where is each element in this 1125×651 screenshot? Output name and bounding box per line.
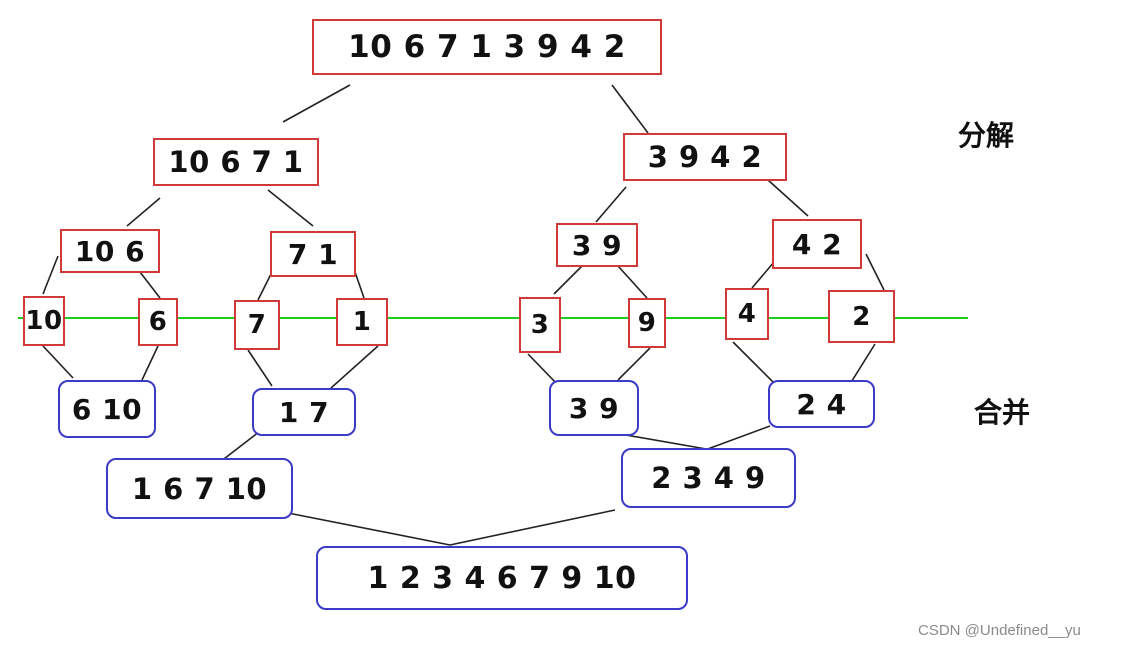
connector-line xyxy=(247,349,273,387)
split-leaf-box: 1 xyxy=(336,298,388,346)
split-leaf-box: 3 xyxy=(519,297,561,353)
split-leaf-box: 7 xyxy=(234,300,280,350)
connector-line xyxy=(330,345,379,389)
connector-line xyxy=(849,343,876,385)
connector-line xyxy=(141,345,159,381)
split-box: 7 1 xyxy=(270,231,356,277)
merge-box: 1 2 3 4 6 7 9 10 xyxy=(316,546,688,610)
watermark: CSDN @Undefined__yu xyxy=(918,622,1081,639)
split-box: 4 2 xyxy=(772,219,862,269)
connector-line xyxy=(865,253,885,291)
split-leaf-box: 2 xyxy=(828,290,895,343)
split-box: 3 9 4 2 xyxy=(623,133,787,181)
merge-box: 1 6 7 10 xyxy=(106,458,293,519)
connector-line xyxy=(267,189,314,227)
connector-line xyxy=(704,425,771,451)
connector-line xyxy=(619,433,713,451)
connector-line xyxy=(42,345,74,379)
split-box: 10 6 7 1 3 9 4 2 xyxy=(312,19,662,75)
merge-box: 3 9 xyxy=(549,380,639,436)
split-leaf-box: 9 xyxy=(628,298,666,348)
connector-line xyxy=(732,341,776,385)
connector-line xyxy=(257,271,273,301)
merge-box: 2 3 4 9 xyxy=(621,448,796,508)
connector-line xyxy=(751,261,775,289)
merge-box: 1 7 xyxy=(252,388,356,436)
split-box: 10 6 xyxy=(60,229,160,273)
split-leaf-box: 4 xyxy=(725,288,769,340)
connector-line xyxy=(527,353,559,386)
connector-line xyxy=(287,512,451,546)
split-leaf-box: 6 xyxy=(138,298,178,346)
connector-line xyxy=(617,265,648,299)
connector-line xyxy=(139,271,161,299)
connector-line xyxy=(42,255,59,295)
connector-line xyxy=(611,84,649,134)
split-leaf-box: 10 xyxy=(23,296,65,346)
connector-line xyxy=(767,179,809,217)
merge-label: 合并 xyxy=(974,396,1031,429)
merge-box: 2 4 xyxy=(768,380,875,428)
merge-box: 6 10 xyxy=(58,380,156,438)
split-label: 分解 xyxy=(958,119,1015,152)
split-box: 3 9 xyxy=(556,223,638,267)
connector-line xyxy=(354,271,365,299)
connector-line xyxy=(617,347,651,381)
connector-line xyxy=(595,186,627,223)
split-box: 10 6 7 1 xyxy=(153,138,319,186)
connector-line xyxy=(126,197,161,227)
connector-line xyxy=(449,509,616,546)
connector-line xyxy=(282,84,351,123)
connector-line xyxy=(553,265,583,295)
